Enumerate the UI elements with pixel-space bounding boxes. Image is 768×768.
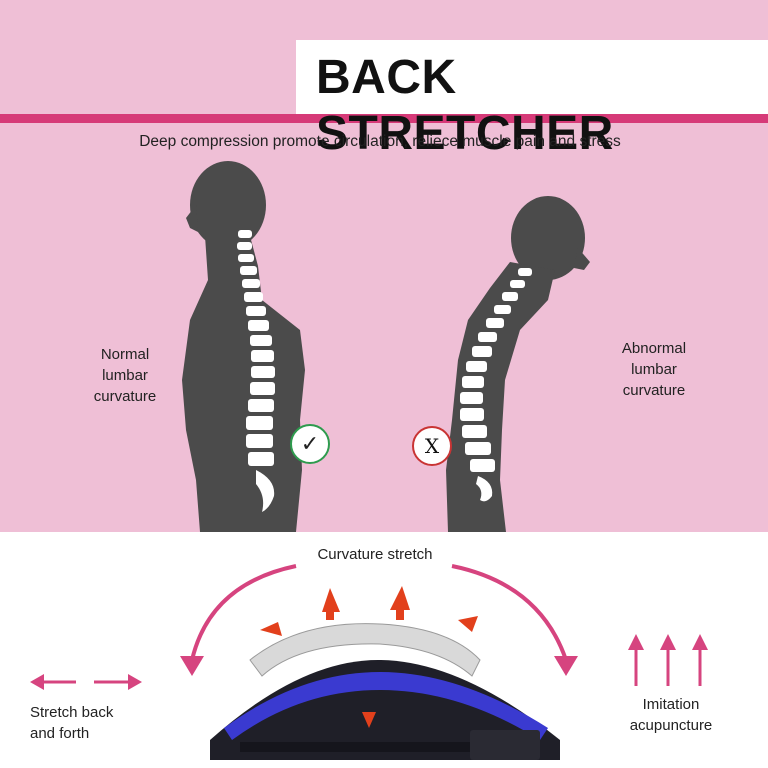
red-lift-arrows	[260, 586, 478, 728]
stretch-arrows	[30, 674, 142, 690]
x-icon: X	[412, 426, 452, 466]
title-box	[296, 40, 768, 114]
acupuncture-label: Imitation acupuncture	[629, 696, 713, 734]
x-glyph: X	[424, 434, 440, 458]
abnormal-spine-icon	[460, 268, 532, 502]
page-title: BACK STRETCHER	[316, 51, 614, 160]
curvature-arrows	[190, 564, 568, 661]
normal-curvature-label: Normal lumbar curvature	[93, 346, 157, 405]
abnormal-curvature-label: Abnormal lumbar curvature	[621, 340, 687, 399]
curvature-stretch-label: Curvature stretch	[317, 546, 433, 563]
title-underline	[0, 114, 768, 123]
check-icon: ✓	[290, 424, 330, 464]
check-glyph: ✓	[300, 431, 320, 456]
stretch-label: Stretch back and forth	[30, 704, 114, 742]
device-spine-icon	[249, 623, 481, 677]
tagline: Deep compression promote circulation, re…	[139, 133, 621, 150]
back-stretcher-device-icon	[210, 660, 560, 760]
acupuncture-arrows	[628, 634, 708, 686]
normal-spine-icon	[237, 230, 275, 512]
arrowheads	[180, 656, 578, 676]
normal-posture-silhouette	[182, 161, 305, 532]
